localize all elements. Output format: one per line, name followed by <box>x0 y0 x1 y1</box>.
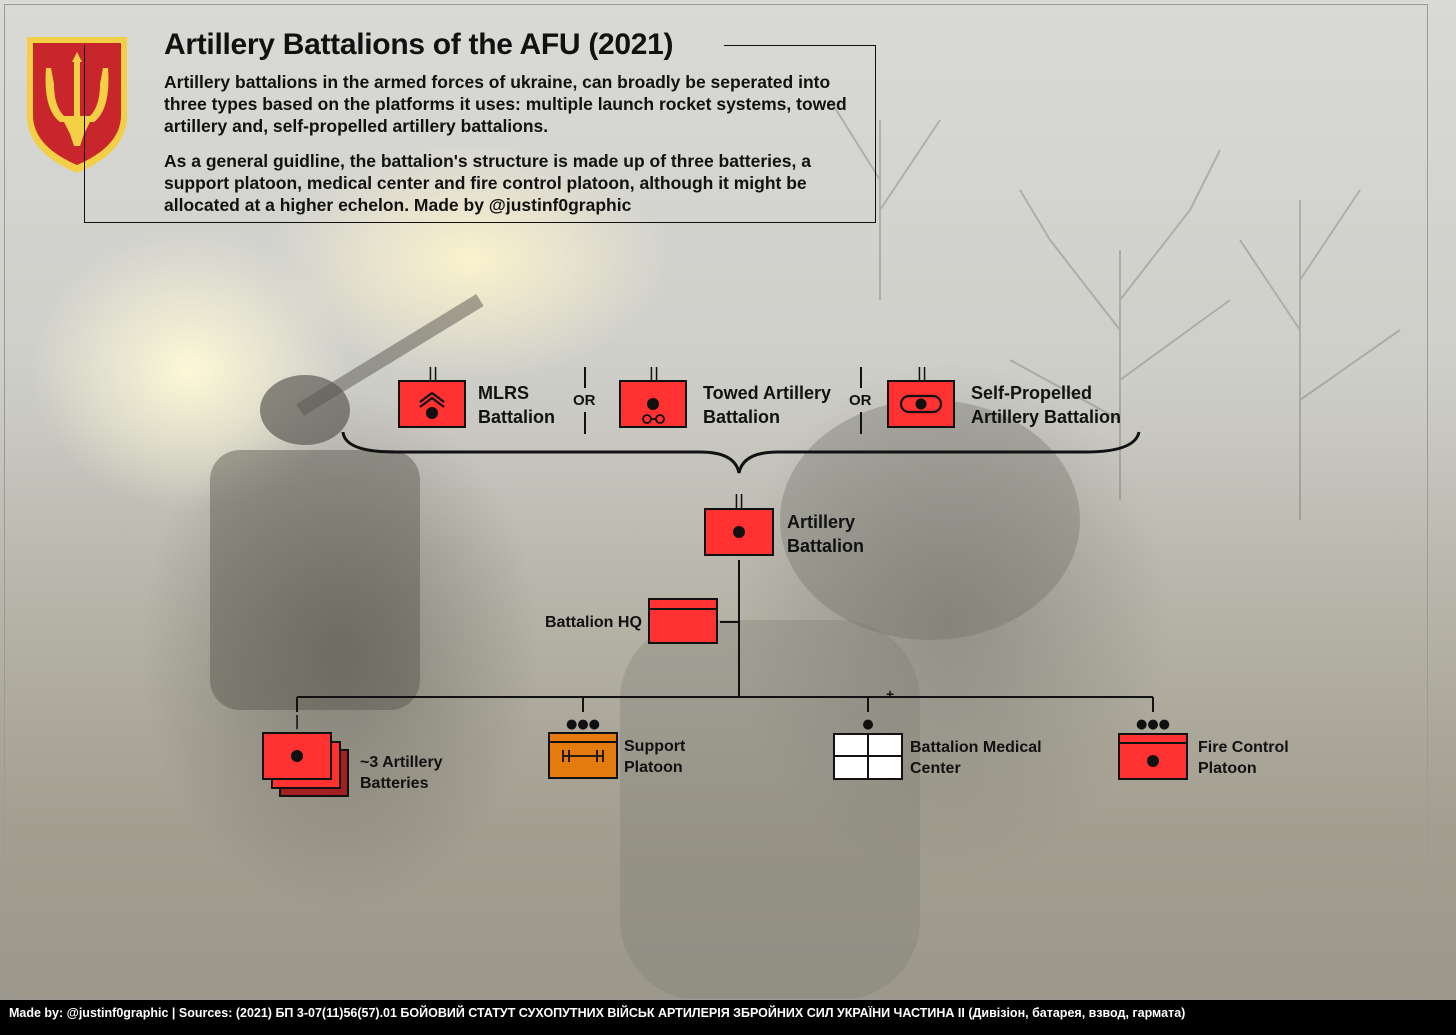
support-platoon-symbol: ●●● <box>548 717 618 779</box>
org-chart-connectors <box>296 367 1154 712</box>
towed-battalion-label-line2: Battalion <box>703 407 781 427</box>
batteries-label-line2: Batteries <box>360 775 429 792</box>
support-platoon-label-line1: Support <box>624 738 686 755</box>
artillery-batteries-symbol: | <box>262 714 349 797</box>
structure-paragraph: As a general guidline, the battalion's s… <box>164 151 811 215</box>
medical-center-label-line1: Battalion Medical <box>910 739 1042 756</box>
intro-paragraph: Artillery battalions in the armed forces… <box>164 72 847 136</box>
medical-center-label-line2: Center <box>910 760 961 777</box>
fire-control-label-line2: Platoon <box>1198 760 1257 777</box>
afu-artillery-emblem-icon <box>27 37 127 173</box>
battery-echelon-mark: | <box>294 714 299 730</box>
plus-sign: + <box>886 686 895 702</box>
sources-footer: Made by: @justinf0graphic | Sources: (20… <box>0 1000 1456 1035</box>
artillery-battalion-label-line1: Artillery <box>787 512 856 532</box>
self-propelled-battalion-symbol: || <box>887 366 955 428</box>
platoon-echelon-mark: ●●● <box>566 717 600 732</box>
battalion-hq-label: Battalion HQ <box>545 614 642 631</box>
towed-artillery-battalion-symbol: || <box>619 366 687 428</box>
battalion-echelon-mark: || <box>428 366 438 382</box>
title-box-top-line <box>724 45 876 46</box>
section-echelon-mark: ● <box>862 717 873 732</box>
artillery-battalion-symbol: || <box>704 493 774 556</box>
grouping-brace <box>341 431 1141 474</box>
battalion-echelon-mark: || <box>734 493 744 509</box>
support-platoon-label-line2: Platoon <box>624 759 683 776</box>
page-title: Artillery Battalions of the AFU (2021) <box>164 28 674 61</box>
platoon-echelon-mark: ●●● <box>1136 717 1170 732</box>
mlrs-battalion-label-line1: MLRS <box>478 383 529 403</box>
artillery-battalion-label-line2: Battalion <box>787 536 865 556</box>
or-label-2: OR <box>849 392 872 409</box>
batteries-label-line1: ~3 Artillery <box>360 754 443 771</box>
towed-battalion-label-line1: Towed Artillery <box>703 383 832 403</box>
border-frame <box>4 4 1428 1000</box>
medical-center-symbol: ● <box>833 717 903 780</box>
mlrs-battalion-label-line2: Battalion <box>478 407 556 427</box>
self-propelled-battalion-label-line2: Artillery Battalion <box>971 407 1122 427</box>
fire-control-platoon-symbol: ●●● <box>1118 717 1188 780</box>
or-label-1: OR <box>573 392 596 409</box>
fire-control-label-line1: Fire Control <box>1198 739 1289 756</box>
battalion-echelon-mark: || <box>917 366 927 382</box>
self-propelled-battalion-label-line1: Self-Propelled <box>971 383 1093 403</box>
title-box-outline <box>84 45 876 223</box>
battalion-echelon-mark: || <box>649 366 659 382</box>
mlrs-battalion-symbol: || <box>398 366 466 428</box>
battalion-hq-symbol <box>648 598 718 644</box>
